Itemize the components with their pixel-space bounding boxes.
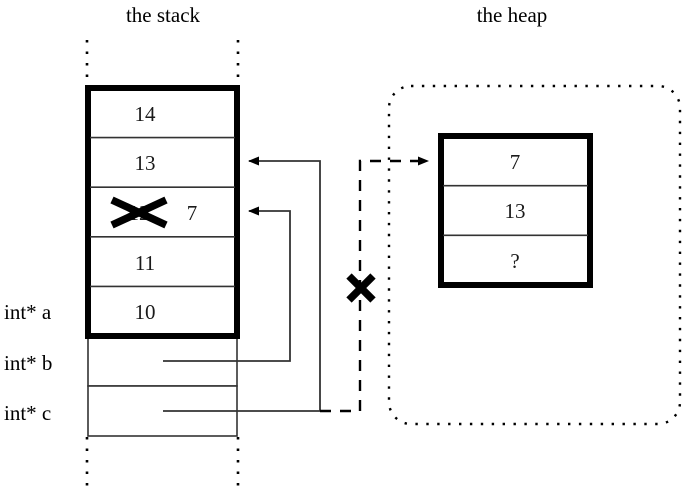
heap-cell-value-1: 13	[505, 199, 526, 223]
label-int-b: int* b	[4, 351, 52, 375]
heap-block-box	[438, 133, 593, 288]
stack-cell-value-2-new: 7	[187, 201, 198, 225]
stack-cell-value-4: 10	[135, 300, 156, 324]
stack-cell-value-0: 14	[135, 102, 157, 126]
x-mark-icon	[346, 273, 376, 303]
pointer-c-arrow	[163, 156, 321, 412]
label-int-c: int* c	[4, 401, 51, 425]
pointer-b-arrow	[163, 206, 291, 362]
stack-cell-value-1: 13	[135, 151, 156, 175]
heap-title: the heap	[477, 3, 548, 27]
heap-cell-value-2: ?	[510, 249, 519, 273]
x-strike-icon	[110, 196, 168, 229]
stack-title: the stack	[126, 3, 201, 27]
stack-cell-value-3: 11	[135, 251, 155, 275]
stack-frame-box	[85, 85, 240, 339]
dangling-pointer-dashed	[320, 156, 429, 413]
label-int-a: int* a	[4, 300, 52, 324]
heap-cell-value-0: 7	[510, 150, 521, 174]
